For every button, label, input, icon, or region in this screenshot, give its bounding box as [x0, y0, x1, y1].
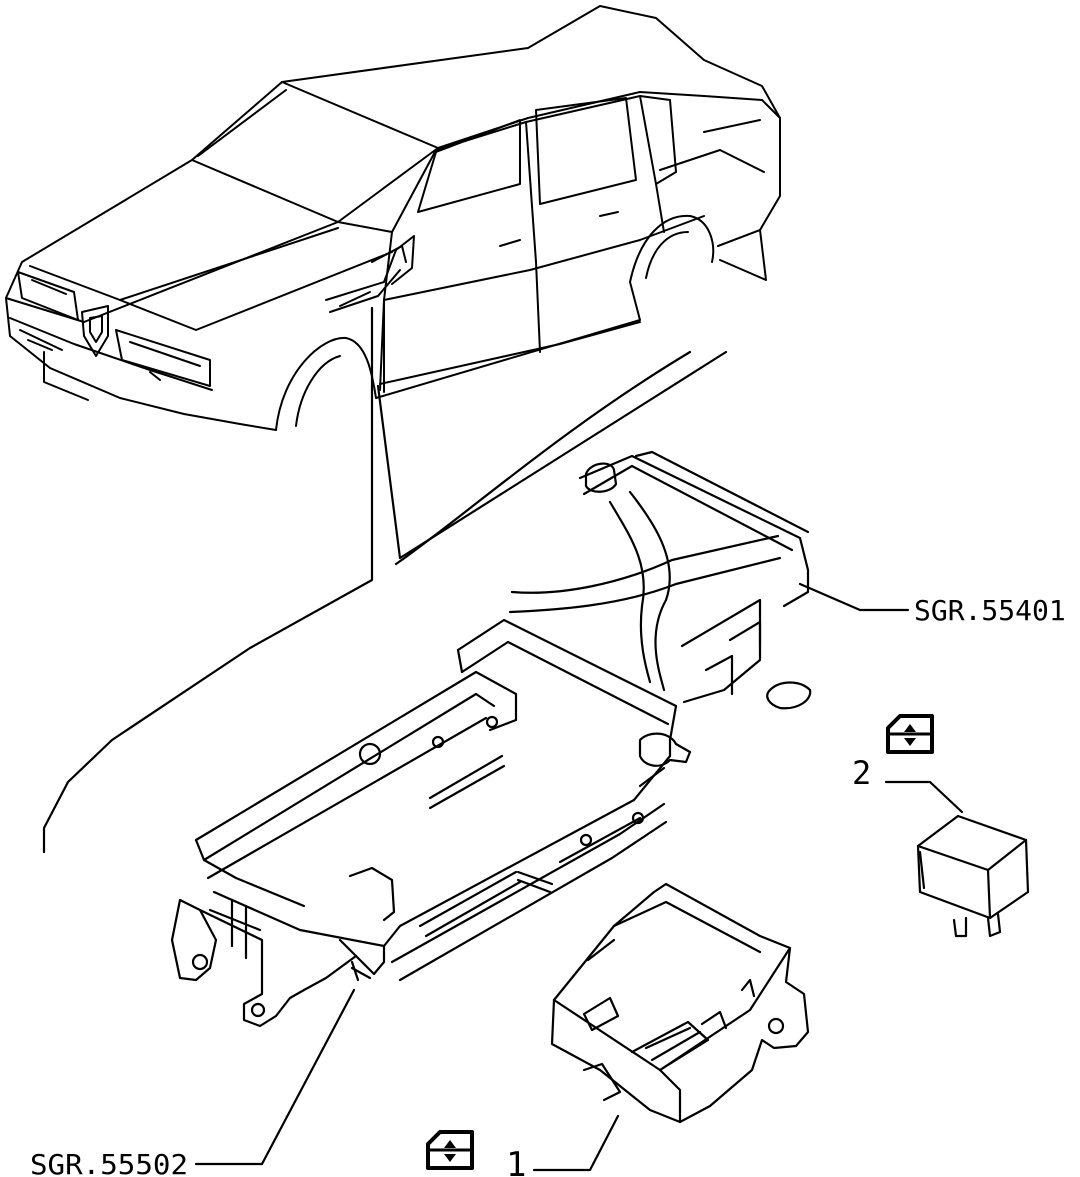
window-lift-icon: [886, 714, 934, 754]
part-number-2: 2: [852, 754, 871, 792]
relay-module: [916, 814, 1030, 938]
window-lift-icon: [426, 1130, 474, 1170]
leader-sgr-upper: [798, 582, 910, 612]
detail-leader-lines: [42, 306, 728, 854]
callout-label-sgr-55502: SGR.55502: [30, 1148, 188, 1177]
detail-arc: [394, 350, 692, 566]
mounting-bracket: [170, 450, 812, 1028]
car-illustration: [5, 5, 781, 431]
window-control-unit: [550, 882, 810, 1124]
part-number-1: 1: [506, 1145, 526, 1177]
callout-label-sgr-55401: SGR.55401: [914, 594, 1066, 627]
detail-line-front: [42, 306, 374, 854]
leader-part-2: [884, 780, 964, 814]
leader-sgr-lower: [194, 988, 356, 1166]
leader-part-1: [532, 1114, 620, 1172]
callout-leaders: [194, 582, 964, 1172]
detail-line-rear: [376, 350, 728, 560]
